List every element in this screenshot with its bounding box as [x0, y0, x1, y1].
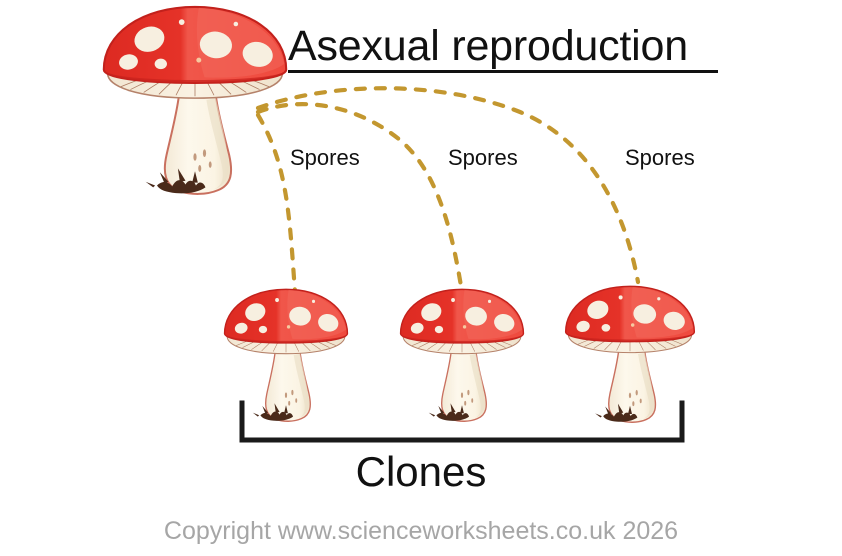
spores-label-2: Spores: [448, 145, 518, 170]
title-underline: [288, 70, 718, 73]
spores-label-3: Spores: [625, 145, 695, 170]
spore-paths-group: [255, 86, 641, 295]
parent-mushroom: [102, 5, 288, 195]
clones-bracket: [239, 400, 685, 443]
spore-path-3: [255, 86, 641, 285]
spore-path-1: [255, 112, 298, 295]
spores-label-1: Spores: [290, 145, 360, 170]
clone-mushroom-3: [564, 285, 696, 423]
spore-path-2: [255, 102, 464, 289]
clones-label: Clones: [355, 448, 487, 495]
page-title: Asexual reproduction: [288, 22, 688, 70]
copyright-footer: Copyright www.scienceworksheets.co.uk 20…: [163, 517, 679, 545]
clone-mushroom-2: [399, 288, 525, 422]
